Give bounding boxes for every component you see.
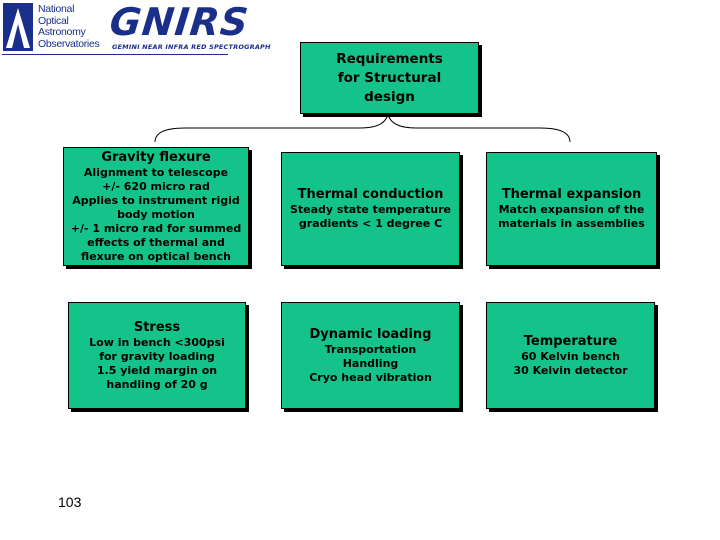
noao-line: Observatories xyxy=(38,37,100,50)
noao-line: Astronomy xyxy=(38,26,86,38)
gnirs-subtitle: GEMINI NEAR INFRA RED SPECTROGRAPH xyxy=(112,43,271,51)
hierarchy-brace-connector xyxy=(154,113,571,143)
box-heading: Gravity flexure xyxy=(101,149,211,165)
dynamic-loading-box: Dynamic loading Transportation Handling … xyxy=(281,302,460,409)
box-body: Low in bench <300psi for gravity loading… xyxy=(89,335,225,391)
noao-line: Optical xyxy=(38,14,69,27)
root-title: Requirements for Structural design xyxy=(336,50,443,105)
box-body: Match expansion of the materials in asse… xyxy=(498,203,645,230)
box-body: Transportation Handling Cryo head vibrat… xyxy=(309,342,432,384)
noao-emblem-icon xyxy=(3,3,33,51)
logo-rule xyxy=(2,54,228,55)
box-body: Alignment to telescope +/- 620 micro rad… xyxy=(70,165,242,263)
box-heading: Thermal conduction xyxy=(297,187,444,202)
box-heading: Stress xyxy=(133,319,181,335)
box-body: 60 Kelvin bench 30 Kelvin detector xyxy=(513,349,628,377)
box-body: Steady state temperature gradients < 1 d… xyxy=(289,203,452,230)
gravity-flexure-box: Gravity flexure Alignment to telescope +… xyxy=(63,147,249,266)
box-heading: Temperature xyxy=(523,333,618,349)
box-heading: Dynamic loading xyxy=(309,326,432,342)
stress-box: Stress Low in bench <300psi for gravity … xyxy=(68,302,246,409)
noao-line: National xyxy=(38,3,75,15)
page-number: 103 xyxy=(58,494,82,510)
noao-wordmark: National Optical Astronomy Observatories xyxy=(38,3,100,50)
temperature-box: Temperature 60 Kelvin bench 30 Kelvin de… xyxy=(486,302,655,409)
thermal-expansion-box: Thermal expansion Match expansion of the… xyxy=(486,152,657,266)
requirements-root-box: Requirements for Structural design xyxy=(300,42,479,114)
box-heading: Thermal expansion xyxy=(501,187,642,202)
thermal-conduction-box: Thermal conduction Steady state temperat… xyxy=(281,152,460,266)
noao-gnirs-logo: National Optical Astronomy Observatories… xyxy=(2,0,270,55)
